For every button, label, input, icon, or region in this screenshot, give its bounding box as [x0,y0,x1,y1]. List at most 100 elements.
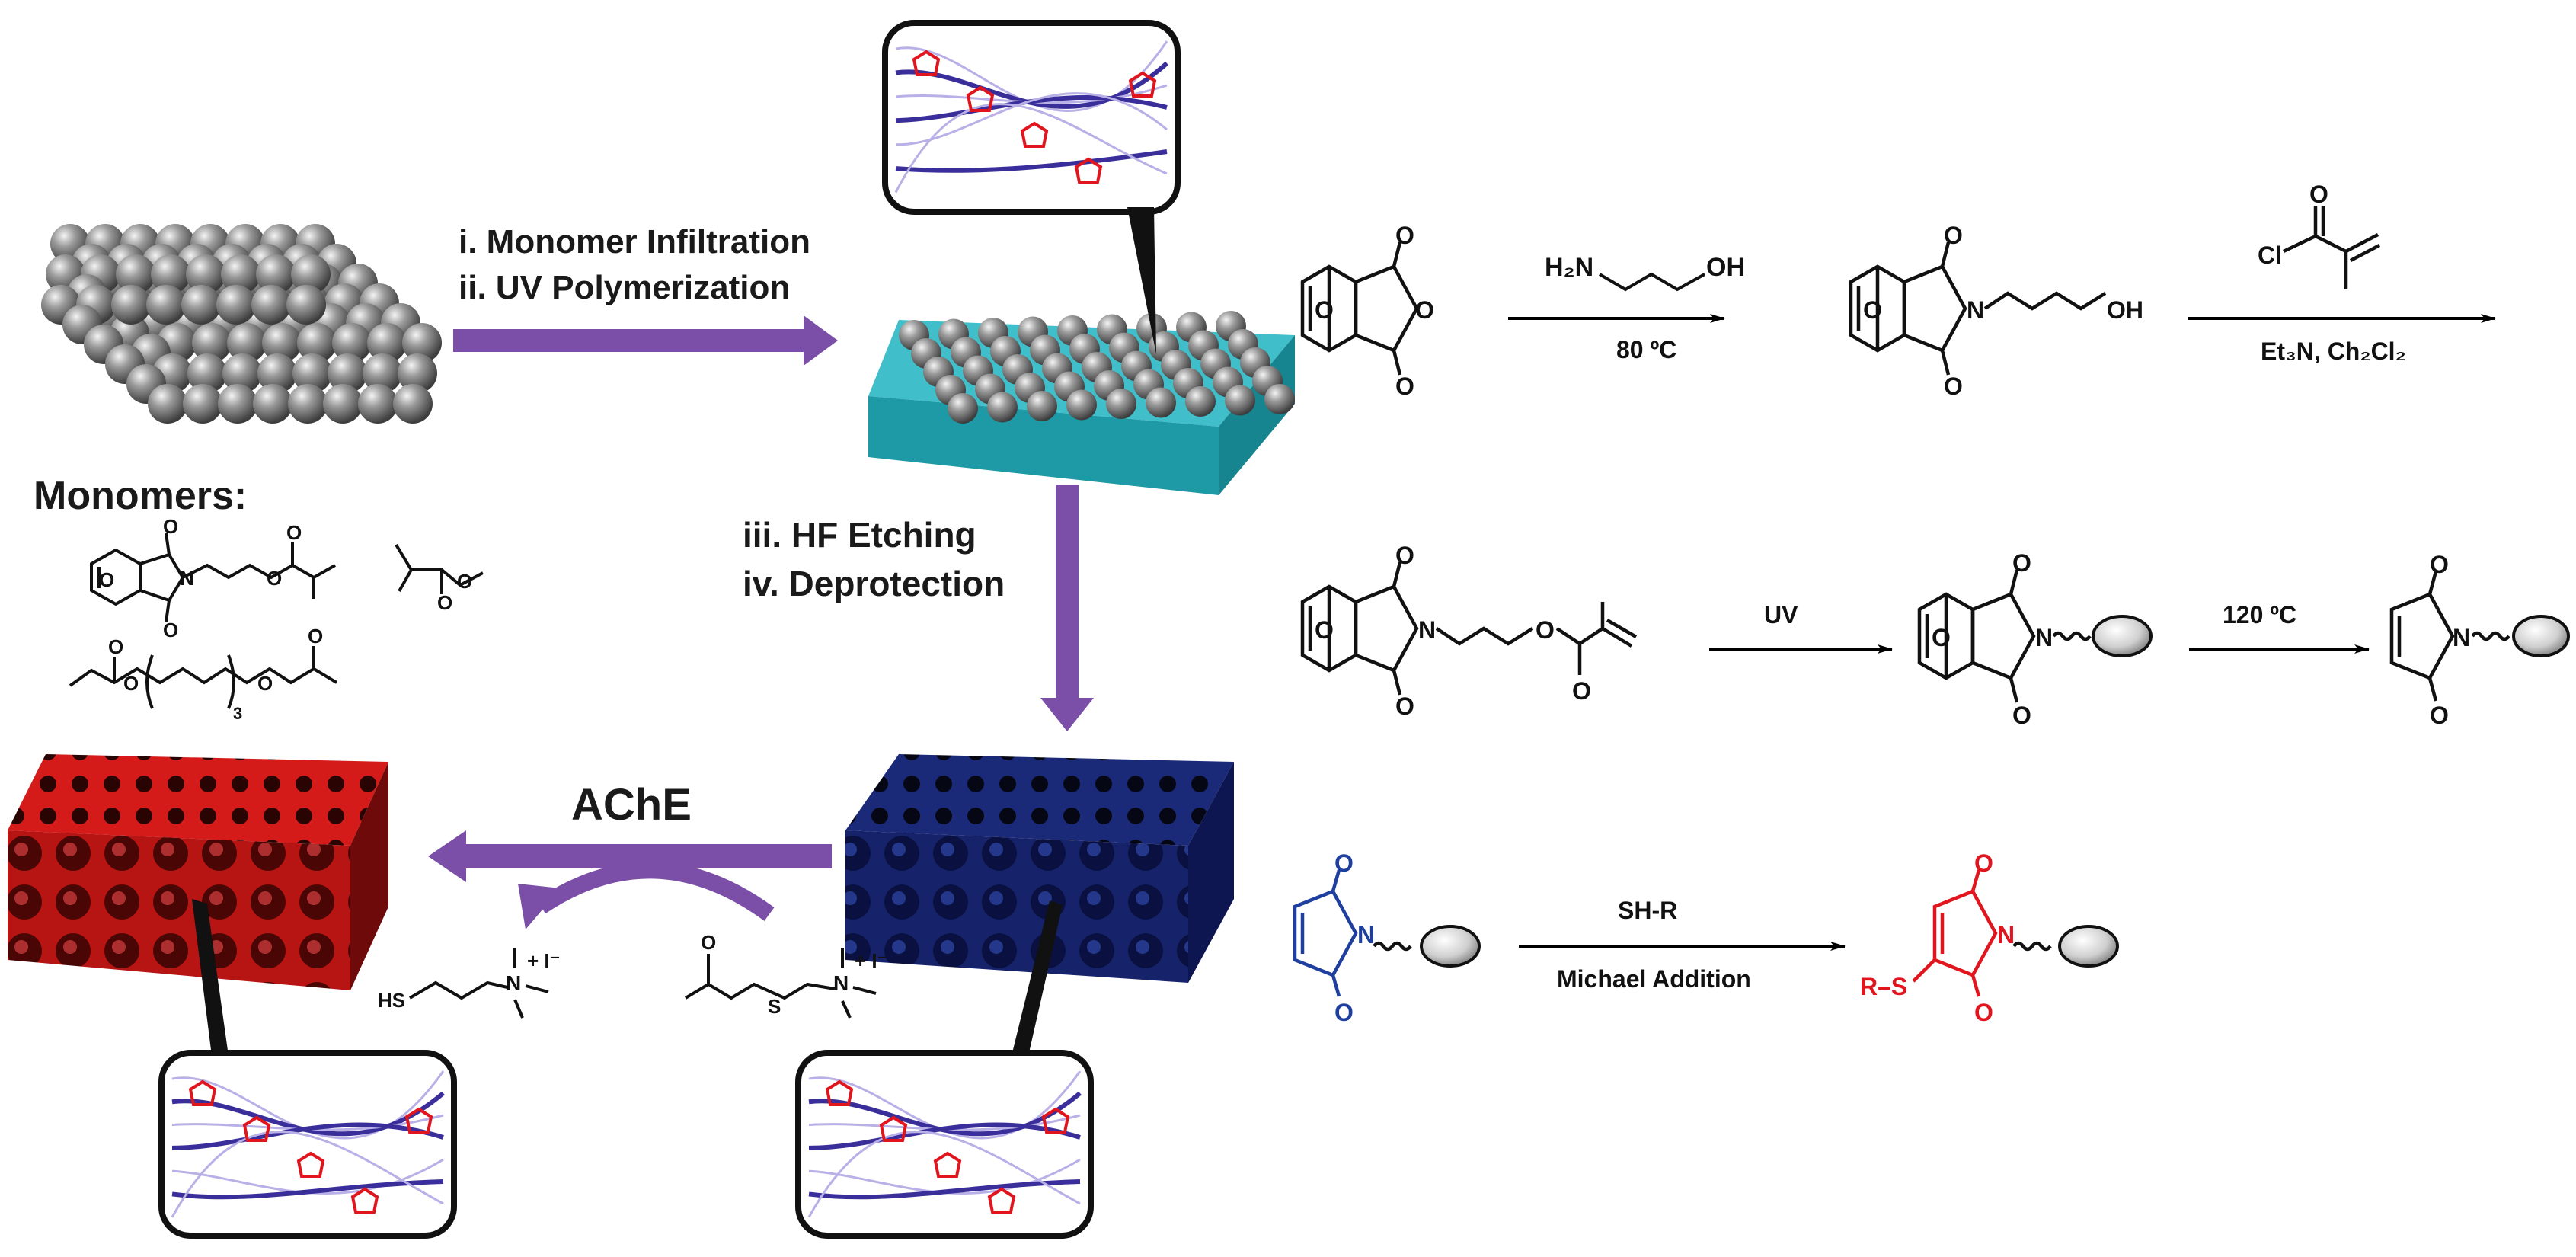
embedded-sphere [1225,385,1255,416]
alcohol-oh: OH [2107,296,2143,324]
template-sphere [297,323,337,363]
template-sphere [402,323,442,363]
bridge-o-4: O [1932,624,1951,651]
template-sphere [151,254,190,294]
zoom-callout-thiol-network [158,899,457,1239]
svg-text:O: O [163,619,178,641]
ammonium-n-right: N [833,971,849,995]
embedded-sphere [987,392,1018,423]
template-sphere [398,353,437,393]
red-o-bottom: O [1974,999,1993,1026]
thioester-s-label: S [768,995,781,1018]
red-o-top: O [1974,849,1993,877]
template-sphere [393,384,433,424]
aminopropanol-chain [1598,272,1705,292]
template-sphere [328,353,367,393]
svg-text:O: O [437,591,452,614]
svg-text:O: O [308,625,323,648]
template-sphere [253,384,292,424]
aminopropanol-oh: OH [1706,253,1745,282]
monomer-imide-o-bottom: O [1395,692,1414,720]
bridge-o-3: O [1315,616,1334,644]
template-sphere [323,384,363,424]
template-sphere [216,285,256,325]
maleimide-o-bottom: O [2430,702,2449,729]
embedded-sphere [1185,386,1216,417]
template-sphere [192,323,232,363]
svg-text:O: O [457,570,472,593]
polymer-bound-maleimide [2389,571,2510,702]
maleimide-motif [1128,71,1157,98]
polymer-chain [171,1179,444,1200]
maleimide-motif [912,50,941,76]
template-sphere [291,254,331,294]
poly-imide-n: N [2035,624,2053,651]
template-sphere [292,353,332,393]
zoom-callout-protected-network [882,20,1181,354]
polymer-chain [808,1179,1081,1200]
enzyme-arrow [428,830,832,929]
blue-n: N [1357,921,1375,948]
monomers-heading: Monomers: [34,474,247,518]
embedded-sphere [1146,387,1176,418]
carbonyl-o: O [1572,677,1591,705]
blue-o-bottom: O [1334,999,1354,1026]
template-sphere [256,254,296,294]
template-sphere [221,254,260,294]
infiltration-arrow [453,315,838,366]
svg-text:O: O [123,672,139,695]
template-sphere [251,285,291,325]
svg-text:O: O [108,635,123,658]
template-sphere [146,285,186,325]
poly-imide-o-bottom: O [2012,702,2031,729]
maleimide-motif [188,1079,217,1106]
ammonium-charge-left: + I⁻ [527,949,560,972]
blue-o-top: O [1334,849,1354,877]
zoom-callout-maleimide-network [795,900,1094,1239]
michael-addition-label: Michael Addition [1557,965,1751,993]
anhydride-o-top: O [1395,222,1414,249]
template-sphere [218,384,257,424]
svg-text:O: O [286,521,302,544]
etching-arrow [1040,485,1094,731]
maleimide-motif [296,1151,325,1178]
uv-label: UV [1764,601,1798,628]
reaction-2-condition: Et₃N, Ch₂Cl₂ [2261,337,2406,365]
methacryloyl-chloride [2283,206,2381,289]
maleimide-motif [933,1151,962,1178]
anhydride-o-ring: O [1415,296,1434,324]
template-sphere [181,285,221,325]
template-sphere [111,285,151,325]
maleimide-motif [987,1187,1016,1214]
acyl-o: O [2309,181,2328,208]
bridge-o-1: O [1315,296,1334,324]
imide-o-bottom: O [1944,373,1963,400]
anhydride-o-bottom: O [1395,373,1414,400]
thiol-reagent: SH-R [1618,897,1677,924]
svg-text:O: O [267,567,282,590]
acyl-chloride-cl: Cl [2258,241,2282,269]
embedded-sphere [1066,389,1097,421]
monomer-structures [69,533,484,709]
peg-repeat-count: 3 [233,704,242,723]
poly-imide-o-top: O [2012,549,2031,577]
protected-maleimide-alcohol [1849,241,2107,376]
template-sphere [358,384,398,424]
monomer-imide-o-top: O [1395,542,1414,569]
polymer-chain [894,103,1168,194]
linker-squiggle-red [2012,941,2052,952]
polymer-chain [807,1131,1081,1218]
maleimide-motif [966,85,995,112]
template-sphere [363,353,402,393]
aminopropanol-nh2: H₂N [1545,253,1593,282]
maleimide-motif [350,1187,379,1214]
polymer-infiltrated-opal [868,311,1295,495]
step-hf-etching: iii. HF Etching [743,515,976,555]
embedded-sphere [1264,384,1295,414]
polymer-bound-protected-maleimide [1917,569,2092,703]
step-monomer-infiltration: i. Monomer Infiltration [459,223,810,261]
imide-o-top: O [1944,222,1963,249]
template-sphere [186,254,225,294]
svg-text:N: N [180,567,194,590]
